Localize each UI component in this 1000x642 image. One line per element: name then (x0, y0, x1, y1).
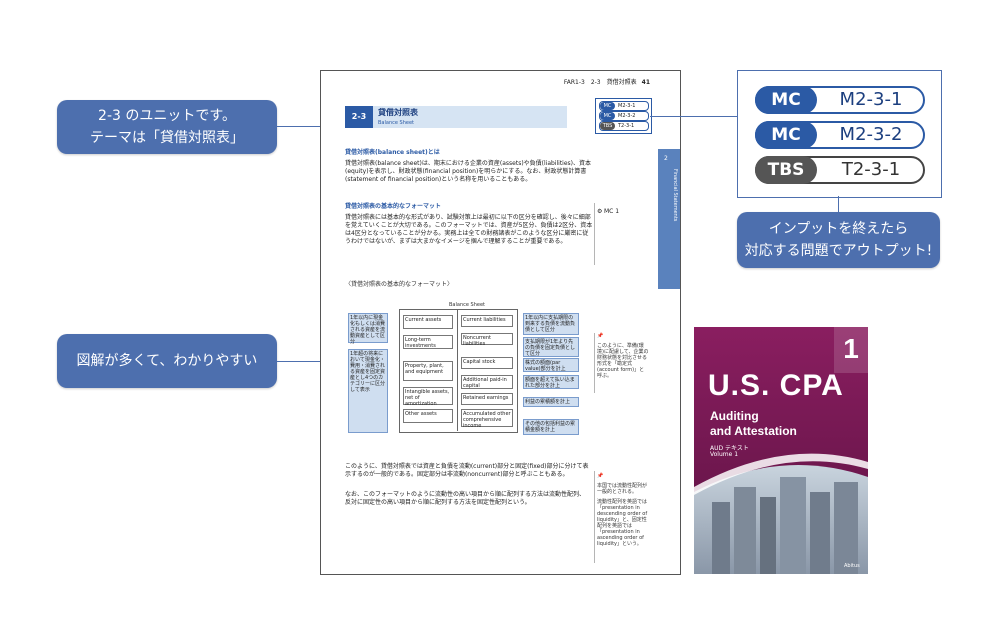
right-note: その他の包括利益の累積金額を計上 (523, 419, 579, 435)
book-cover-art (694, 327, 868, 574)
connector-unit (277, 126, 344, 127)
callout-unit-line2: テーマは「貸借対照表」 (90, 130, 244, 146)
pin-icon: 📌 (597, 473, 604, 479)
left-note: 1年超の将来において現金化・費用・消費される資産を固定資産とし4つのカテゴリーに… (348, 349, 388, 433)
heading-balance-sheet: 貸借対照表(balance sheet)とは (345, 149, 440, 156)
margin-rule (594, 471, 595, 563)
connector-diagrams (277, 361, 344, 362)
mc-marker: ⚙ MC 1 (597, 208, 619, 216)
book-subtitle-2: and Attestation (710, 424, 797, 438)
page-number: 41 (641, 79, 650, 86)
tag-kind: MC (600, 102, 615, 110)
margin-rule (594, 333, 595, 393)
connector-vertical (838, 196, 839, 212)
right-note: 1年以内に支払期限の到来する負債を流動負債として区分 (523, 313, 579, 335)
tag-pill-mc-1: MC M2-3-1 (755, 86, 925, 114)
connector-tags (650, 116, 737, 117)
book-series: AUD テキスト (710, 445, 749, 452)
book-title: U.S. CPA (708, 369, 844, 402)
right-note: 利益の累積額を計上 (523, 397, 579, 407)
paragraph-2: 貸借対照表には基本的な形式があり、試験対策上は最初に以下の区分を確認し、後々に細… (345, 214, 593, 245)
tag-pill-mc-2: MC M2-3-2 (755, 121, 925, 149)
mc-marker-label: MC 1 (603, 208, 620, 215)
page-header: FAR1-3 2-3 貸借対照表 41 (564, 79, 650, 87)
tag-code: M2-3-2 (839, 124, 903, 145)
section-subtitle: Balance Sheet (378, 120, 414, 126)
tag-code: M2-3-1 (839, 89, 903, 110)
equity-cell: Accumulated other comprehensive income (461, 409, 513, 429)
tag-code: M2-3-1 (618, 103, 636, 109)
callout-practice-line1: インプットを終えたら (768, 221, 909, 237)
book-subtitle-1: Auditing (710, 409, 759, 423)
asset-cell: Long-term investments (403, 335, 453, 349)
right-note: 額面を超えて払い込まれた部分を計上 (523, 375, 579, 389)
textbook-page: FAR1-3 2-3 貸借対照表 41 2-3 貸借対照表 Balance Sh… (320, 70, 681, 575)
side-tab-number: 2 (664, 155, 668, 162)
book-publisher: Abitus (844, 563, 860, 569)
book-cover: 1 U.S. CPA Auditing and Attestation AUD … (694, 327, 868, 574)
tag-kind: TBS (600, 122, 615, 130)
margin-note-3: 流動性配列を英語では「presentation in descending or… (597, 499, 648, 547)
asset-cell: Other assets (403, 409, 453, 423)
callout-unit: 2-3 のユニットです。 テーマは「貸借対照表」 (57, 100, 277, 154)
gear-icon: ⚙ (597, 208, 603, 215)
paragraph-4: なお、このフォーマットのように流動性の高い項目から順に配列する方法は流動性配列、… (345, 491, 586, 506)
equity-cell: Retained earnings (461, 393, 513, 405)
header-text: FAR1-3 2-3 貸借対照表 (563, 79, 637, 86)
asset-cell: Intangible assets, net of amortization (403, 387, 453, 407)
tag-code: T2-3-1 (841, 159, 901, 180)
callout-practice: インプットを終えたら 対応する問題でアウトプット! (737, 212, 940, 268)
margin-rule (594, 203, 595, 265)
tag-kind: MC (600, 112, 615, 120)
right-note: 支払期限が1年より先の負債を固定負債として区分 (523, 337, 579, 357)
practice-tags-box: MC M2-3-1 MC M2-3-2 TBS T2-3-1 (737, 70, 942, 198)
book-volume-label: Volume 1 (710, 451, 739, 458)
pin-icon: 📌 (597, 333, 604, 339)
callout-unit-line1: 2-3 のユニットです。 (98, 108, 236, 124)
section-title: 貸借対照表 (378, 108, 418, 117)
equity-cell: Additional paid-in capital (461, 375, 513, 389)
diagram-divider (457, 309, 458, 431)
paragraph-1: 貸借対照表(balance sheet)は、期末における企業の資産(assets… (345, 160, 591, 183)
callout-diagrams: 図解が多くて、わかりやすい (57, 334, 277, 388)
figure-caption: 〈貸借対照表の基本的なフォーマット〉 (345, 281, 454, 288)
liability-cell: Current liabilities (461, 315, 513, 327)
tag-code: T2-3-1 (618, 123, 635, 129)
right-note: 株式の額面(par value)部分を計上 (523, 358, 579, 372)
section-header: 2-3 貸借対照表 Balance Sheet (345, 106, 567, 128)
book-volume-number: 1 (843, 333, 859, 364)
left-note: 1年以内に現金化もしくは消費される資産を流動資産として区分 (348, 313, 388, 345)
tag-kind: MC (755, 86, 817, 114)
asset-cell: Current assets (403, 315, 453, 329)
paragraph-3: このように、貸借対照表では資産と負債を流動(current)部分と固定(fixe… (345, 463, 589, 478)
callout-practice-line2: 対応する問題でアウトプット! (744, 243, 933, 259)
tag-code: M2-3-2 (618, 113, 636, 119)
margin-note-2: 本国では流動性配列が一般的とされる。 (597, 483, 648, 495)
equity-cell: Capital stock (461, 357, 513, 369)
tag-pill-tbs: TBS T2-3-1 (755, 156, 925, 184)
asset-cell: Property, plant, and equipment (403, 361, 453, 381)
tag-kind: MC (755, 121, 817, 149)
side-tab: 2 (658, 149, 680, 289)
tag-kind: TBS (755, 156, 817, 184)
margin-note-1: このように、準備(環境)に配慮して、企業の財務状態を対比させる形式を「勘定式(a… (597, 343, 649, 379)
liability-cell: Noncurrent liabilities (461, 333, 513, 347)
heading-format: 貸借対照表の基本的なフォーマット (345, 203, 442, 210)
diagram-title: Balance Sheet (449, 302, 485, 308)
section-number: 2-3 (345, 106, 373, 128)
callout-diagrams-text: 図解が多くて、わかりやすい (76, 353, 258, 369)
side-tab-label: Financial Statements (671, 169, 679, 221)
